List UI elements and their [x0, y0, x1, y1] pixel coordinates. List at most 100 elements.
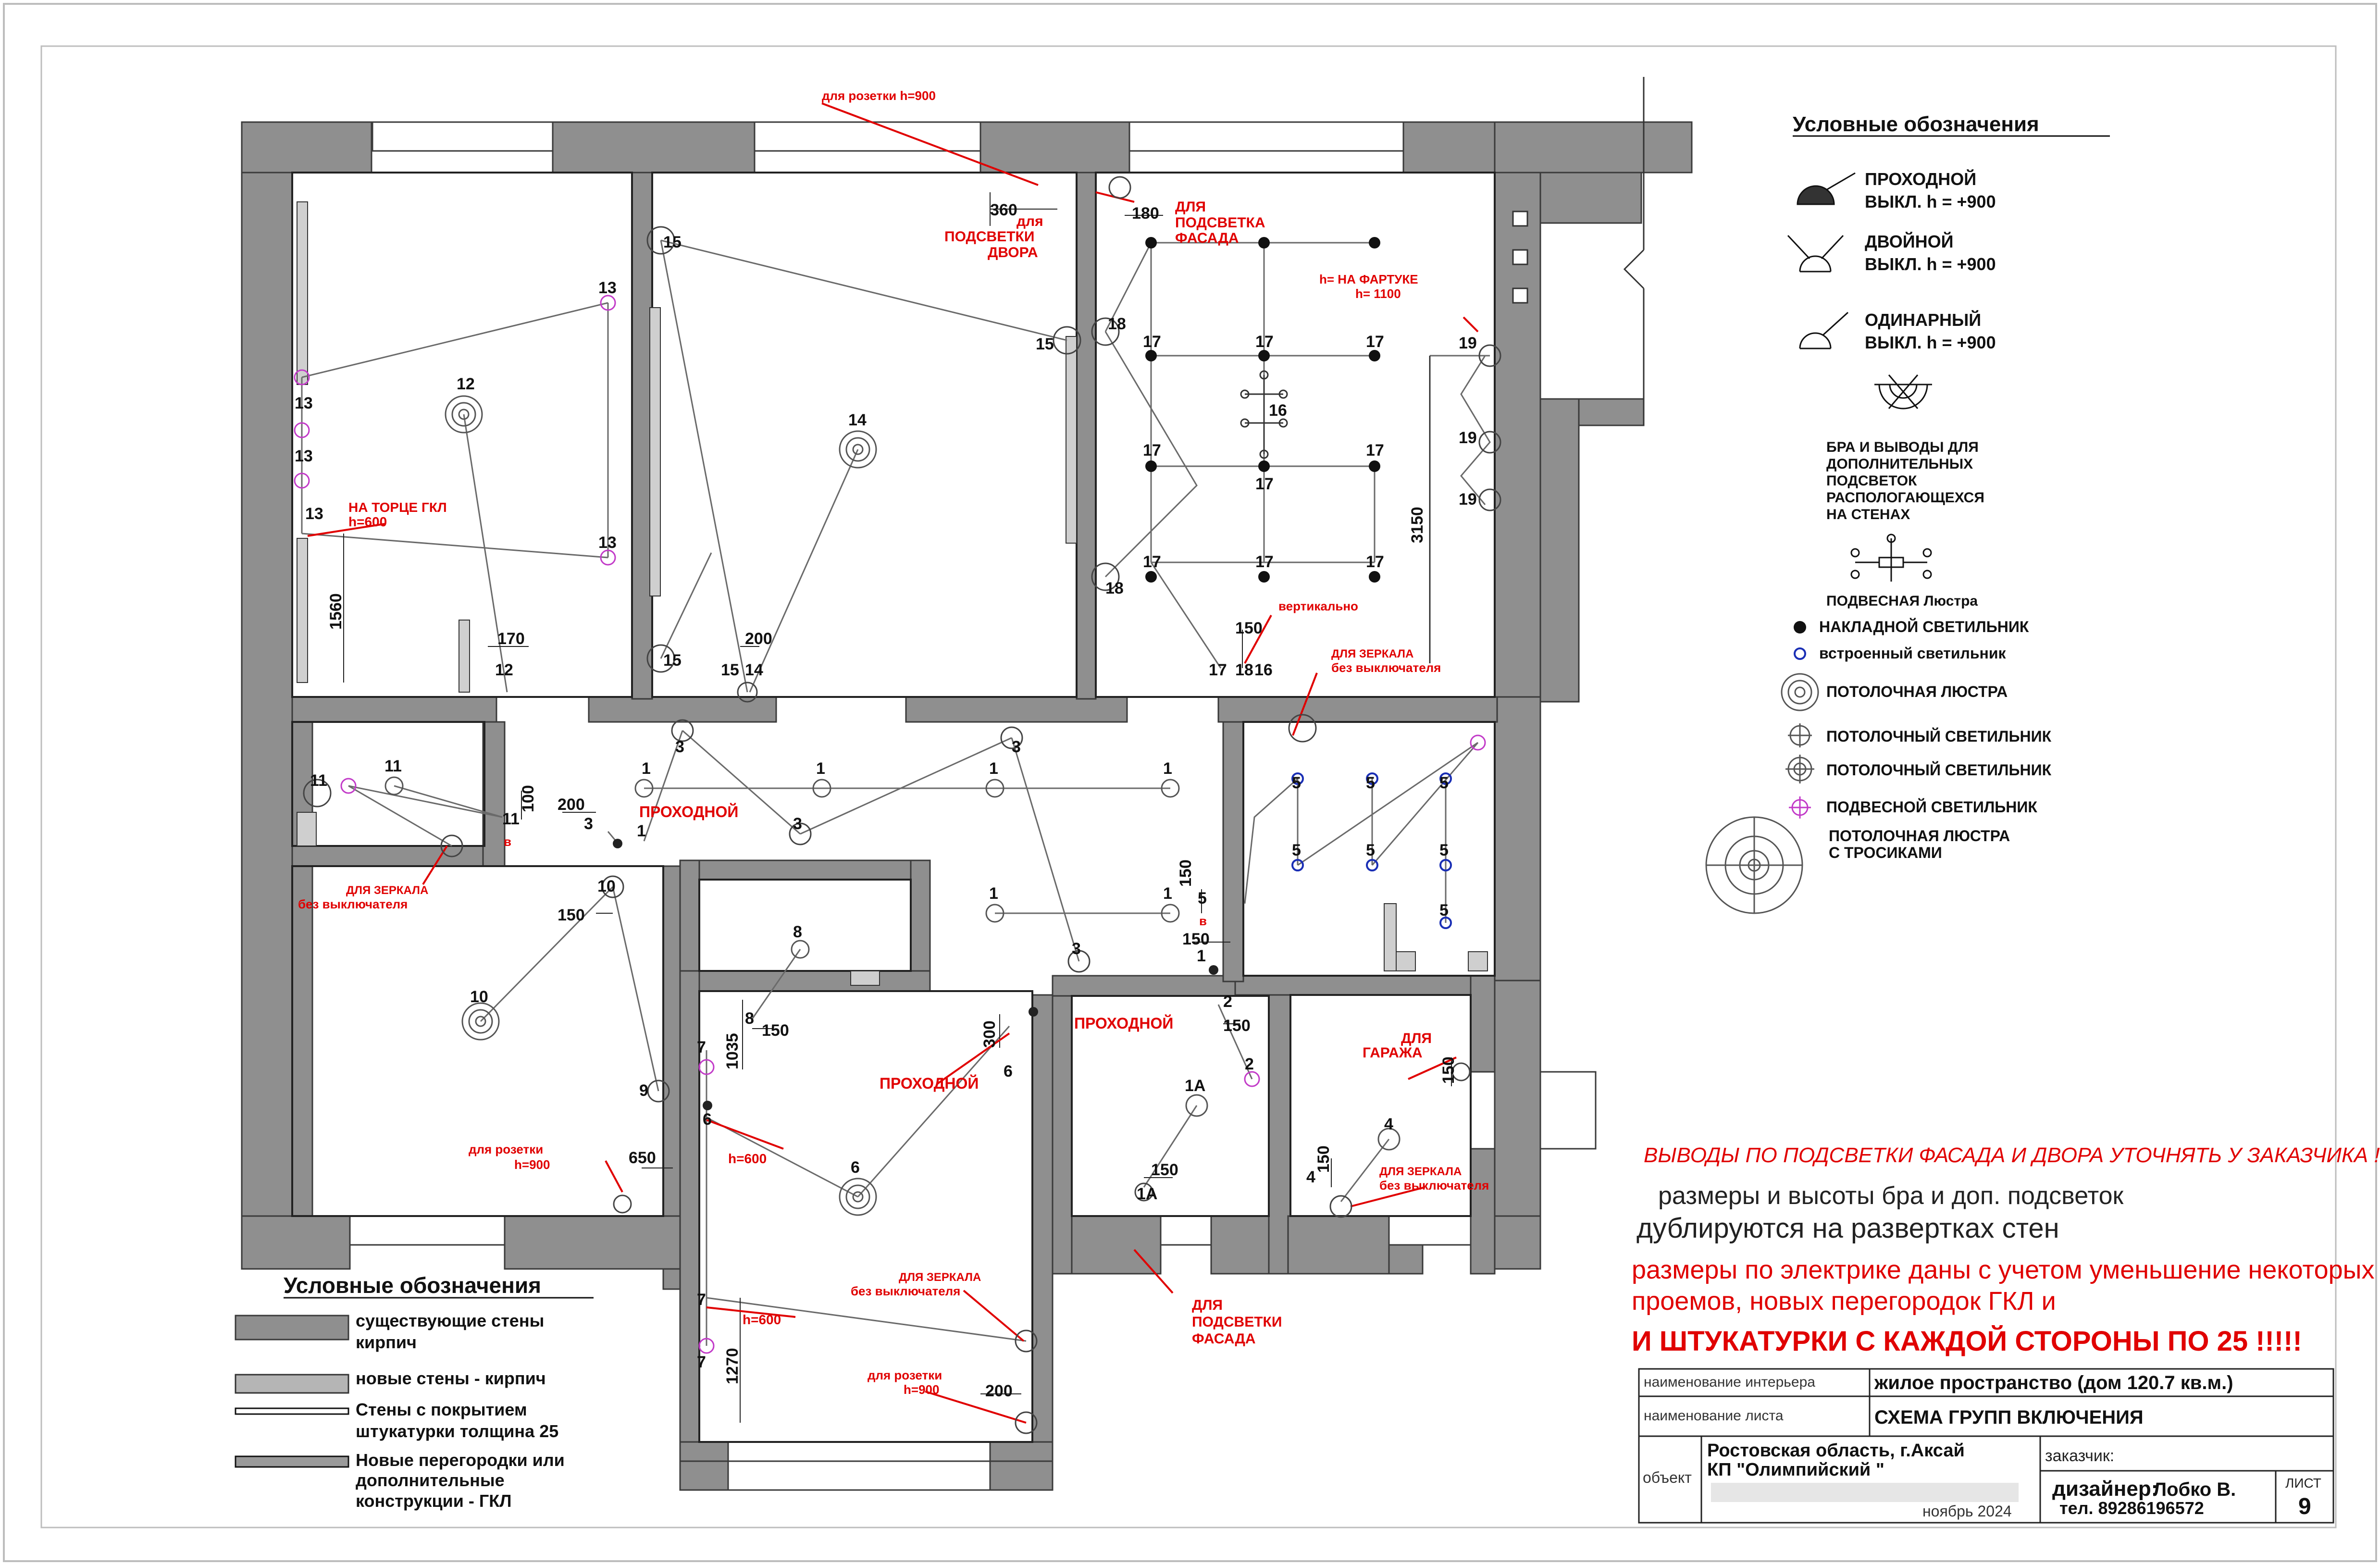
mirror-note: без выключателя [1331, 660, 1441, 675]
legend-label: ВЫКЛ. h = +900 [1865, 333, 1996, 352]
mirror-note: без выключателя [298, 897, 408, 911]
dim-label: 200 [558, 795, 585, 814]
group-label: 5 [1439, 901, 1449, 919]
dim-label: 3150 [1408, 507, 1426, 543]
legend-left: Условные обозначения существующие стены … [235, 1273, 594, 1511]
group-label: 1 [642, 759, 651, 778]
legend-label: ДОПОЛНИТЕЛЬНЫХ [1826, 456, 1973, 472]
group-label: 2 [1223, 993, 1232, 1011]
room-outlines [291, 172, 1496, 1443]
group-label: 19 [1459, 334, 1477, 352]
legend-label: ПОДВЕСНОЙ СВЕТИЛЬНИК [1826, 798, 2037, 816]
legend-label: кирпич [356, 1332, 417, 1352]
right-edge-lines [1623, 77, 1645, 425]
sconce-icon [1874, 374, 1932, 410]
socket-note: h=900 [514, 1157, 550, 1172]
built-in-lights [1291, 772, 1452, 929]
legend-label: ВЫКЛ. h = +900 [1865, 254, 1996, 274]
facade-light-note: ДЛЯ [1192, 1297, 1223, 1313]
group-label: 17 [1143, 553, 1161, 571]
mirror-note: без выключателя [851, 1284, 960, 1298]
legend-label: ПРОХОДНОЙ [1865, 169, 1976, 189]
group-label: 1 [1197, 947, 1206, 965]
dim-label: 200 [985, 1382, 1013, 1400]
pass-note: ПРОХОДНОЙ [1074, 1015, 1173, 1032]
outer-frame [3, 3, 2377, 1562]
group-label: 13 [305, 505, 323, 523]
large-concentric-circles-icon [1705, 816, 1803, 914]
legend-label: БРА И ВЫВОДЫ ДЛЯ [1826, 439, 1979, 455]
group-label: 4 [1384, 1115, 1393, 1133]
facade-light-note: ПОДСВЕТКА [1175, 215, 1265, 231]
half-disc-icon [1797, 172, 1856, 205]
group-label: 3 [793, 815, 802, 833]
pendant-lights [294, 295, 1486, 1354]
apron-note: h= 1100 [1355, 286, 1401, 301]
group-label: 15 [663, 233, 682, 251]
double-switch-icon [1787, 235, 1844, 273]
stamp-label: наименование листа [1644, 1408, 1784, 1424]
group-label: 5 [1366, 774, 1375, 792]
stamp-label: ЛИСТ [2285, 1476, 2321, 1490]
mirror-note: ДЛЯ ЗЕРКАЛА [346, 884, 428, 897]
dimension-labels: 360 180 3150 1560 170 200 150 100 200 15… [327, 201, 1458, 1400]
dim-label: 150 [1314, 1145, 1333, 1173]
dim-label: 100 [519, 785, 537, 812]
dim-label: 170 [497, 630, 525, 648]
group-label: 17 [1143, 441, 1161, 460]
group-label: 1А [1185, 1077, 1205, 1095]
dim-label: 1270 [723, 1348, 742, 1384]
group-label: 1 [637, 822, 646, 840]
dim-label: 200 [745, 630, 772, 648]
pendant-chandelier-icon [1850, 534, 1932, 582]
legend-label: конструкции - ГКЛ [356, 1491, 512, 1511]
socket-note: для розетки [868, 1368, 942, 1382]
group-label: 5 [1292, 841, 1301, 859]
dim-label: 300 [980, 1020, 999, 1048]
mirror-note: без выключателя [1379, 1178, 1489, 1192]
legend-label: НАКЛАДНОЙ СВЕТИЛЬНИК [1819, 618, 2029, 635]
group-label: 17 [1143, 333, 1161, 351]
group-label: 1 [1163, 884, 1172, 903]
dim-label: 150 [1235, 619, 1263, 637]
group-label: 17 [1366, 441, 1384, 460]
legend-label: НА СТЕНАХ [1826, 507, 1910, 522]
legend-label: ВЫКЛ. h = +900 [1865, 192, 1996, 211]
legend-label: Стены с покрытием [356, 1400, 527, 1419]
group-label: 7 [697, 1291, 706, 1309]
stamp-label: наименование интерьера [1644, 1374, 1815, 1390]
group-label: 7 [697, 1353, 706, 1371]
legend-label: существующие стены [356, 1311, 544, 1330]
pink-cross-circle-icon [1789, 796, 1811, 819]
existing-wall-swatch [235, 1315, 349, 1341]
group-label: 5 [1366, 841, 1375, 859]
note-line: дублируются на развертках стен [1636, 1213, 2059, 1244]
new-brick-walls [297, 201, 1488, 986]
dim-label: 360 [990, 201, 1017, 219]
group-label: 17 [1255, 553, 1274, 571]
vertical-note: вертикально [1278, 599, 1358, 613]
ring-icon [1794, 647, 1806, 660]
group-label: 16 [1269, 401, 1287, 420]
group-label: 14 [848, 411, 867, 429]
group-label: 9 [639, 1081, 648, 1100]
legend-label: ПОТОЛОЧНАЯ ЛЮСТРА [1829, 827, 2010, 845]
stamp-value: СХЕМА ГРУПП ВКЛЮЧЕНИЯ [1874, 1407, 2144, 1428]
notes: ВЫВОДЫ ПО ПОДСВЕТКИ ФАСАДА И ДВОРА УТОЧН… [1632, 1143, 2380, 1357]
legend-label: новые стены - кирпич [356, 1368, 546, 1388]
single-switch-icon [1799, 311, 1849, 349]
legend-label: ПОТОЛОЧНЫЙ СВЕТИЛЬНИК [1826, 728, 2052, 745]
note-line: ВЫВОДЫ ПО ПОДСВЕТКИ ФАСАДА И ДВОРА УТОЧН… [1644, 1143, 2380, 1167]
letter-note: в [504, 834, 511, 849]
group-label: 6 [1004, 1062, 1013, 1081]
socket-note: для розетки [469, 1142, 543, 1156]
group-label: 17 [1255, 333, 1274, 351]
gkl-end-note: h=600 [348, 514, 387, 529]
group-label: 11 [310, 771, 327, 790]
stamp-date: ноябрь 2024 [1922, 1503, 2012, 1520]
mirror-note: ДЛЯ ЗЕРКАЛА [1379, 1165, 1462, 1178]
legend-label: С ТРОСИКАМИ [1829, 844, 1942, 861]
dim-label: 150 [1223, 1017, 1251, 1035]
group-label: 19 [1459, 490, 1477, 509]
